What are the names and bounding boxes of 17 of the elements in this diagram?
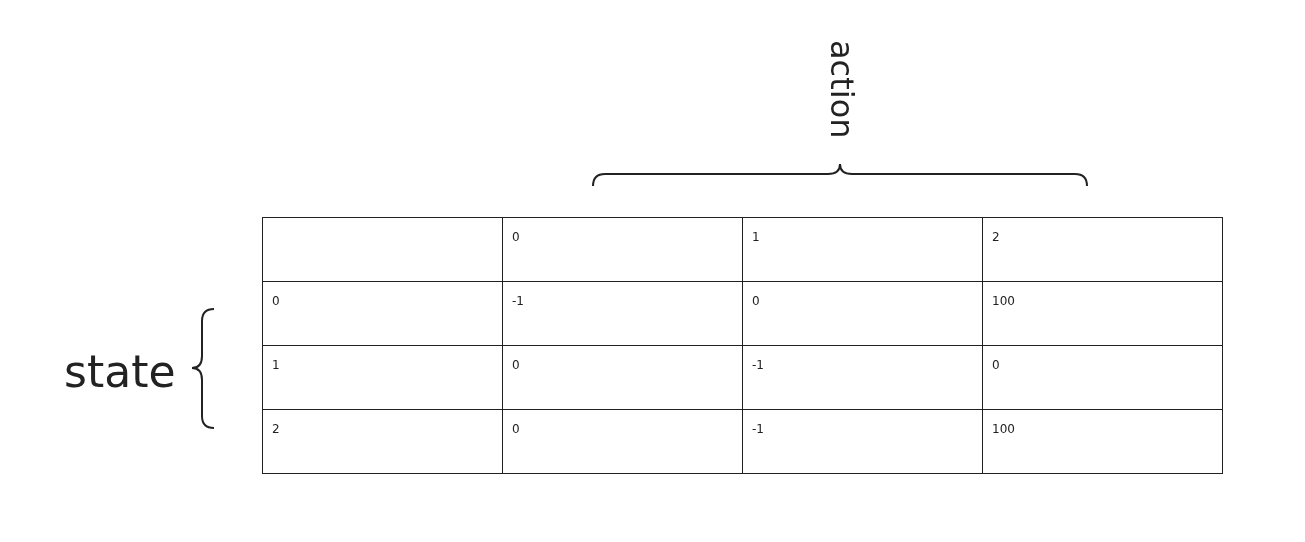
cell-value: 100 xyxy=(992,294,1015,308)
cell-value: -1 xyxy=(752,422,764,436)
header-text: 0 xyxy=(512,230,520,244)
cell-value: 0 xyxy=(752,294,760,308)
axis-title: state xyxy=(64,346,176,398)
cell-value: 0 xyxy=(512,358,520,372)
cell-value: 0 xyxy=(992,358,1000,372)
cell-value: 0 xyxy=(512,422,520,436)
cell-value: 100 xyxy=(992,422,1015,436)
header-text: 2 xyxy=(992,230,1000,244)
cell-value: -1 xyxy=(752,358,764,372)
header-text: 0 xyxy=(272,294,280,308)
header-text: 2 xyxy=(272,422,280,436)
header-text: 1 xyxy=(272,358,280,372)
cell-value: -1 xyxy=(512,294,524,308)
header-text: 1 xyxy=(752,230,760,244)
axis-title: action xyxy=(824,40,860,139)
